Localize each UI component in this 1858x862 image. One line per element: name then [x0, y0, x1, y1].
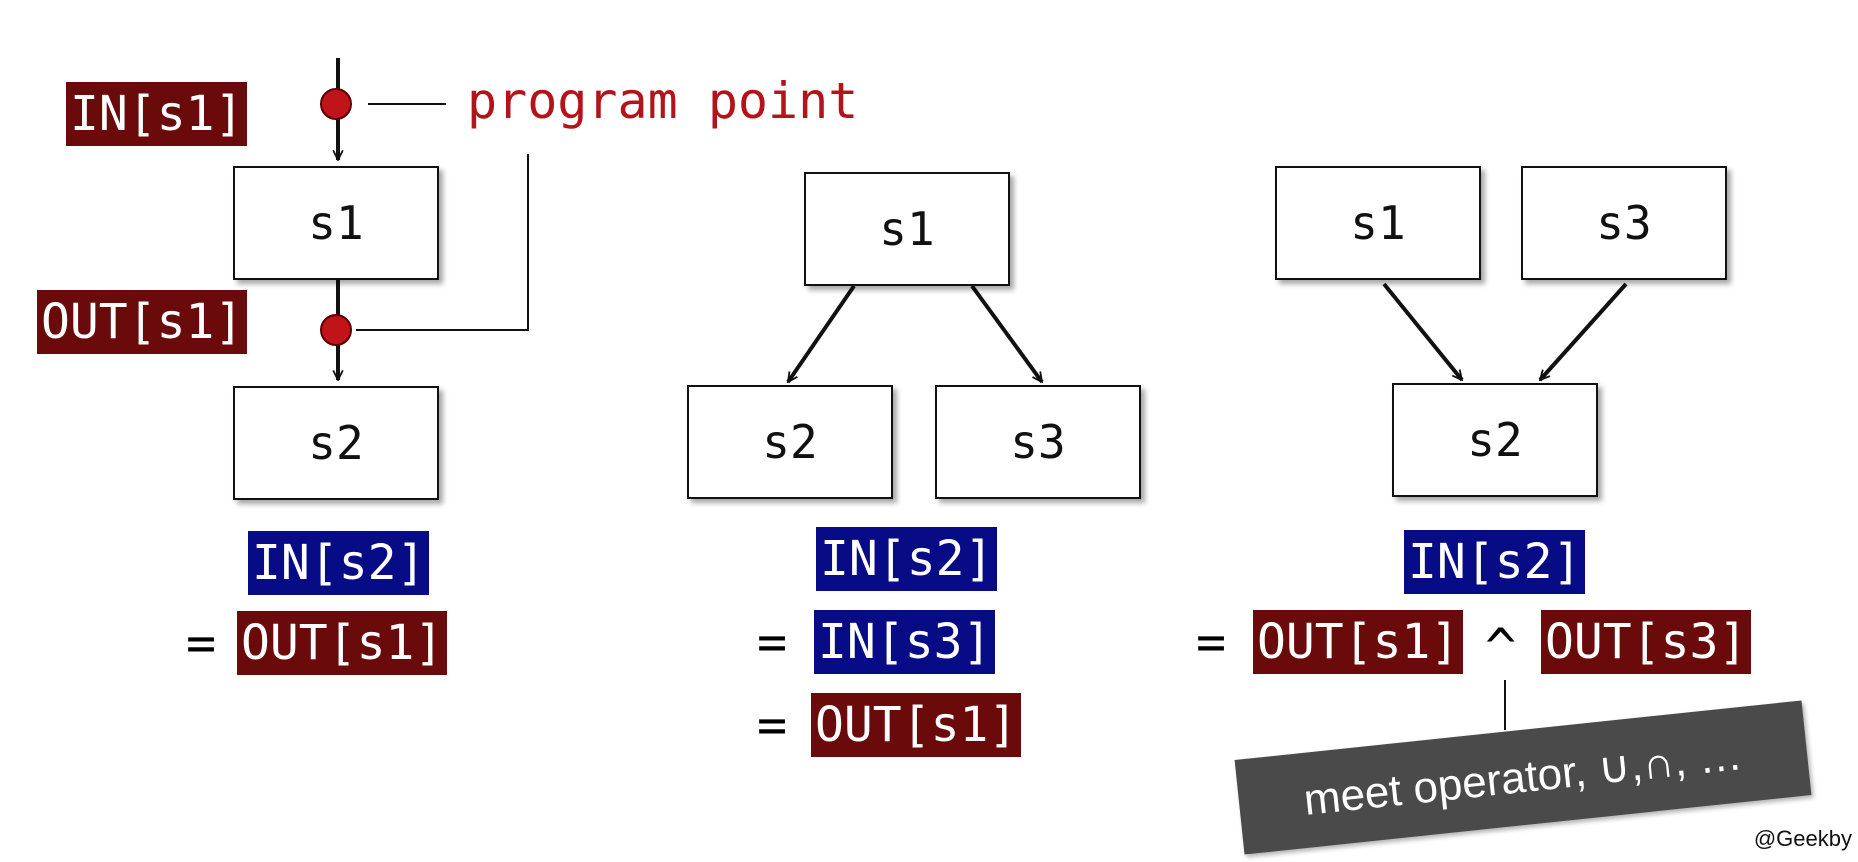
program-point-dot-in — [320, 88, 352, 120]
node-s3: s3 — [1521, 166, 1727, 280]
equation-lhs: IN[s2] — [248, 531, 430, 595]
s1-to-s3-branch-edge — [970, 284, 1044, 382]
equals-sign: = — [186, 614, 217, 672]
equals-sign: = — [1196, 613, 1227, 671]
equals-sign: = — [757, 613, 788, 671]
program-point-label: program point — [467, 72, 859, 130]
program-point-dot-out — [320, 314, 352, 346]
node-s1: s1 — [233, 166, 439, 280]
s1-to-s2-merge-edge — [1382, 282, 1464, 380]
equation-rhs: OUT[s1] — [237, 611, 448, 675]
equation-rhs-out-s1: OUT[s1] — [811, 693, 1022, 757]
program-point-leader-2 — [356, 154, 529, 331]
equals-sign: = — [757, 696, 788, 754]
equation-lhs: IN[s2] — [1404, 530, 1586, 594]
s3-to-s2-merge-edge — [1538, 282, 1628, 380]
in-s1-label: IN[s1] — [66, 82, 248, 146]
node-s3: s3 — [935, 385, 1141, 499]
credit-watermark: @Geekby — [1753, 826, 1852, 851]
node-s1: s1 — [804, 172, 1010, 286]
node-s1: s1 — [1275, 166, 1481, 280]
out-s1-label: OUT[s1] — [37, 290, 248, 354]
s1-to-s2-branch-edge — [786, 284, 856, 382]
node-s2: s2 — [1392, 383, 1598, 497]
meet-operator-symbol: ^ — [1485, 618, 1517, 678]
equation-rhs-out-s3: OUT[s3] — [1541, 610, 1752, 674]
equation-lhs: IN[s2] — [816, 527, 998, 591]
node-s2: s2 — [687, 385, 893, 499]
equation-rhs-out-s1: OUT[s1] — [1253, 610, 1464, 674]
equation-rhs-in-s3: IN[s3] — [814, 610, 996, 674]
node-s2: s2 — [233, 386, 439, 500]
